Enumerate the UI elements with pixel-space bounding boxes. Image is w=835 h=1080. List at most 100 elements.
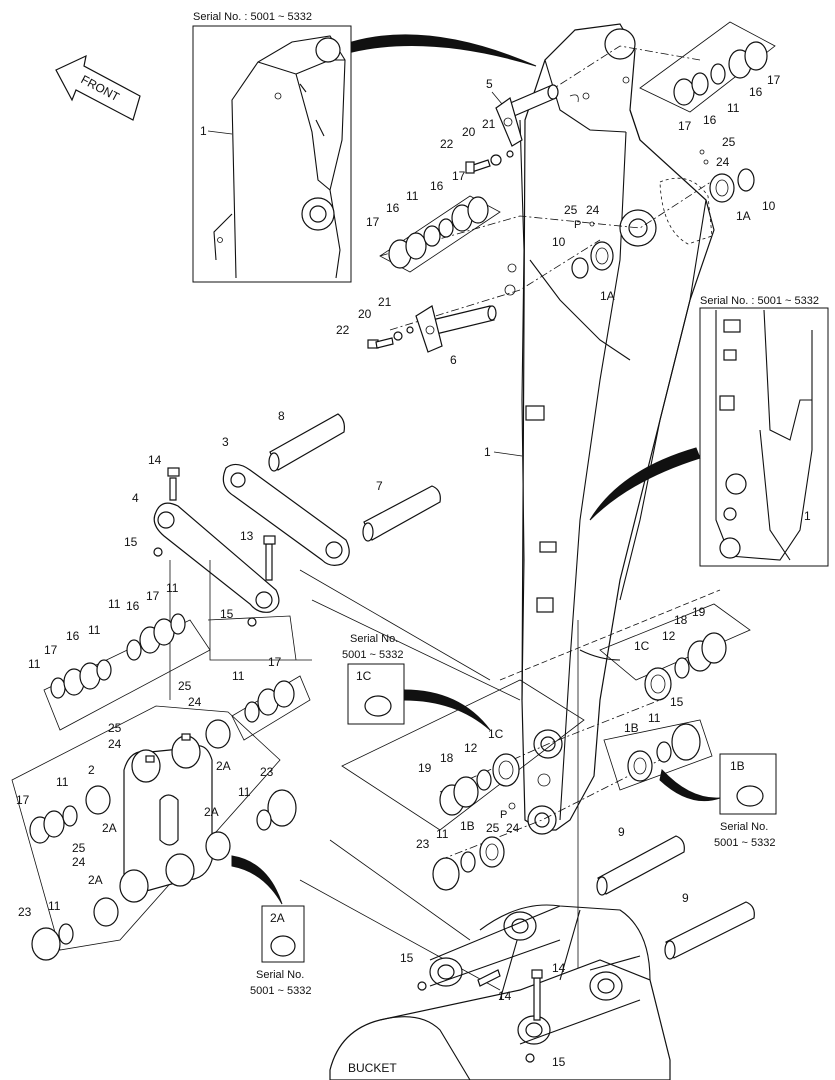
callout-2: 2 [88, 763, 95, 777]
grease-point-p: P [500, 809, 507, 821]
inset-bushing-1c: Serial No. 5001 ~ 5332 1C [342, 633, 405, 725]
callout-21: 21 [378, 295, 392, 309]
callout-11: 11 [727, 101, 740, 115]
inset-2a-serial-line1: Serial No. [256, 969, 304, 981]
callout-15: 15 [552, 1055, 566, 1069]
callout-2A: 2A [216, 759, 231, 773]
callout-25: 25 [72, 841, 86, 855]
grease-fittings-right: 25 24 1A 10 [699, 135, 776, 223]
seal-23-center: 23 11 [238, 765, 297, 831]
callout-11: 11 [108, 597, 121, 611]
bucket-bolts: 15 14 14 15 [400, 951, 566, 1069]
callout-24: 24 [72, 855, 86, 869]
inset-1c-part: 1C [356, 669, 372, 683]
ring-stack-center-left: 11 17 [231, 655, 311, 741]
callout-10: 10 [552, 235, 566, 249]
callout-16: 16 [703, 113, 717, 127]
grease-point-p: P [574, 219, 581, 231]
callout-21: 21 [482, 117, 496, 131]
leader-swoosh-right [589, 447, 701, 521]
callout-17: 17 [268, 655, 282, 669]
callout-20: 20 [358, 307, 372, 321]
callout-5: 5 [486, 77, 493, 91]
inset-1b-serial-line1: Serial No. [720, 821, 768, 833]
front-arrow-icon: FRONT [55, 54, 141, 121]
callout-4: 4 [132, 491, 139, 505]
callout-10: 10 [762, 199, 776, 213]
inset-bushing-1b: 1B Serial No. 5001 ~ 5332 [714, 753, 777, 849]
pin-5: 5 [486, 77, 579, 147]
callout-11: 11 [232, 669, 245, 683]
callout-1C: 1C [634, 639, 650, 653]
callout-1B: 1B [460, 819, 475, 833]
callout-18: 18 [440, 751, 454, 765]
callout-17: 17 [366, 215, 380, 229]
callout-16: 16 [66, 629, 80, 643]
inset-1c-serial-line2: 5001 ~ 5332 [342, 649, 403, 661]
pin-6: 6 22 20 21 [336, 295, 497, 367]
inset-1b-serial-line2: 5001 ~ 5332 [714, 837, 775, 849]
leader-swoosh-1b [659, 768, 721, 802]
callout-1B: 1B [624, 721, 639, 735]
callout-11: 11 [88, 623, 101, 637]
callout-11: 11 [166, 581, 179, 595]
ring-stack-left-lower: 17 11 23 11 [16, 775, 78, 961]
callout-16: 16 [386, 201, 400, 215]
callout-6: 6 [450, 353, 457, 367]
callout-16: 16 [749, 85, 763, 99]
callout-2A: 2A [88, 873, 103, 887]
ring-stack-left-upper: 11 17 16 11 11 16 17 11 [28, 581, 211, 731]
callout-12: 12 [662, 629, 676, 643]
pin-8: 8 [268, 409, 345, 472]
inset-1b-part: 1B [730, 759, 745, 773]
callout-12: 12 [464, 741, 478, 755]
leader-swoosh-1c [403, 689, 491, 731]
callout-7: 7 [376, 479, 383, 493]
callout-23: 23 [18, 905, 32, 919]
callout-22: 22 [440, 137, 454, 151]
callout-16: 16 [126, 599, 140, 613]
pin-7: 7 [362, 479, 441, 542]
callout-9: 9 [618, 825, 625, 839]
inset-top-left-serial: Serial No. : 5001 ~ 5332 [193, 11, 312, 23]
inset-right: Serial No. : 5001 ~ 5332 1 [699, 295, 829, 567]
inset-1c-serial-line1: Serial No. [350, 633, 398, 645]
callout-11: 11 [28, 657, 41, 671]
callout-24: 24 [188, 695, 202, 709]
callout-1: 1 [804, 509, 811, 523]
callout-15: 15 [124, 535, 138, 549]
callout-25: 25 [564, 203, 578, 217]
callout-1A: 1A [600, 289, 615, 303]
callout-18: 18 [674, 613, 688, 627]
callout-11: 11 [648, 711, 661, 725]
ring-stack-top-right: 17 16 11 16 17 [639, 21, 781, 133]
ring-stack-lower-1b: 23 11 1B [416, 819, 505, 891]
callout-2A: 2A [102, 821, 117, 835]
ring-stack-lower-center: 19 18 12 1C 25 24 [341, 679, 585, 835]
callout-11: 11 [48, 899, 61, 913]
callout-20: 20 [462, 125, 476, 139]
ring-stack-right-lower: 1C 12 18 19 [599, 603, 751, 701]
callout-24: 24 [108, 737, 122, 751]
callout-16: 16 [430, 179, 444, 193]
callout-17: 17 [678, 119, 692, 133]
inset-right-serial: Serial No. : 5001 ~ 5332 [700, 295, 819, 307]
callout-13: 13 [240, 529, 254, 543]
callout-23: 23 [416, 837, 430, 851]
main-arm [504, 23, 715, 835]
callout-1: 1 [484, 445, 491, 459]
bushings-2a: 2A 2A 2A 2A [85, 719, 231, 927]
guide-lines [169, 560, 521, 991]
callout-11: 11 [406, 189, 419, 203]
callout-11: 11 [238, 785, 251, 799]
callout-1A: 1A [736, 209, 751, 223]
callout-15: 15 [670, 695, 684, 709]
callout-9: 9 [682, 891, 689, 905]
callout-11: 11 [436, 827, 449, 841]
callout-17: 17 [146, 589, 160, 603]
bolt-set-top: 22 20 21 [440, 117, 514, 174]
pins-9: 9 9 [596, 825, 755, 960]
bucket: BUCKET [329, 904, 671, 1080]
callout-22: 22 [336, 323, 350, 337]
